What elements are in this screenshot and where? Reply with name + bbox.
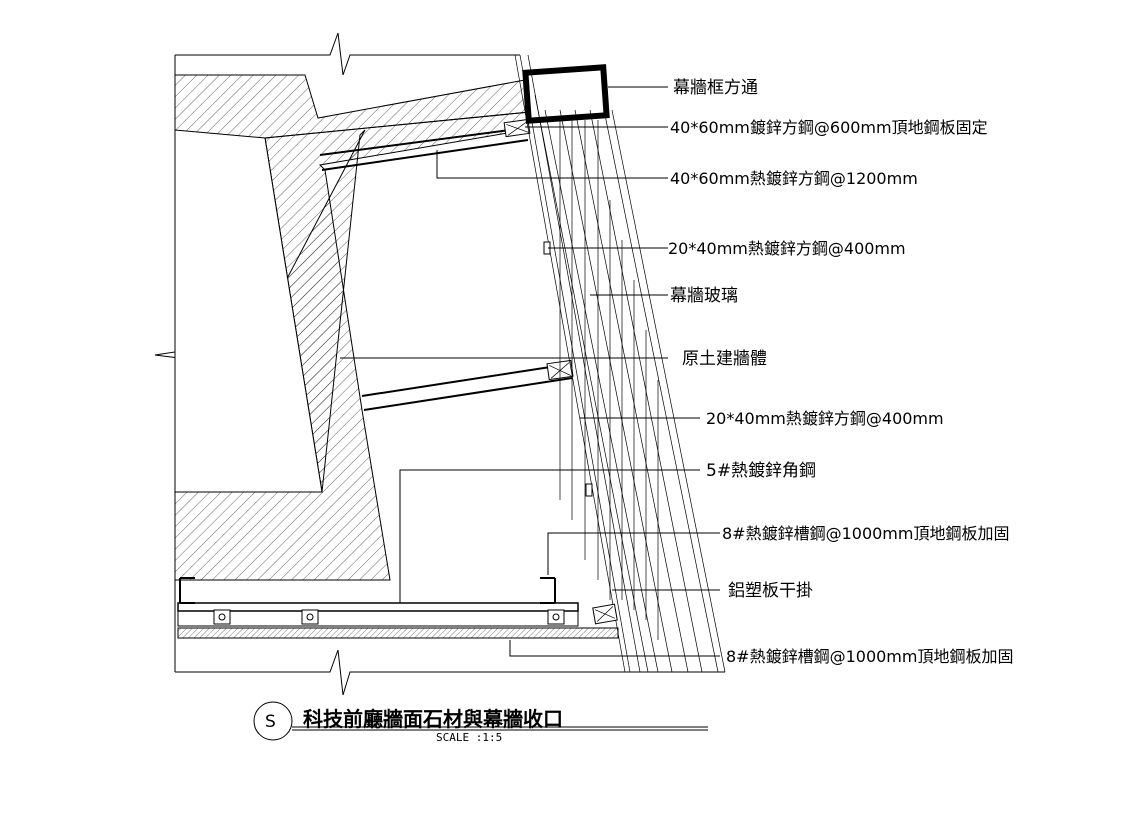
bottom-break-line [175,649,725,696]
top-break-line [175,32,520,76]
bottom-base [177,577,619,639]
label-curtain-glass: 幕牆玻璃 [670,286,738,306]
section-symbol: S [265,712,276,732]
label-hot-galv-steel-1200: 40*60mm熱鍍鋅方鋼@1200mm [670,169,918,188]
label-aluminum-panel: 鋁塑板干掛 [728,581,813,601]
label-channel-steel-b: 8#熱鍍鋅槽鋼@1000mm頂地鋼板加固 [726,647,1013,666]
wall-void [174,129,323,493]
upper-steel-tube [319,118,531,171]
section-symbol-circle [253,701,293,741]
label-angle-steel: 5#熱鍍鋅角鋼 [706,460,816,481]
curtain-frame-box [522,64,610,124]
label-galv-steel-600: 40*60mm鍍鋅方鋼@600mm頂地鋼板固定 [670,118,988,137]
label-curtain-frame: 幕牆框方通 [673,78,758,98]
label-hot-galv-steel-400-b: 20*40mm熱鍍鋅方鋼@400mm [706,409,944,428]
label-channel-steel-a: 8#熱鍍鋅槽鋼@1000mm頂地鋼板加固 [722,524,1009,543]
title-block: S 科技前廳牆面石材與幕牆收口 SCALE :1:5 [253,701,708,744]
drawing-scale: SCALE :1:5 [436,731,502,744]
label-hot-galv-steel-400-a: 20*40mm熱鍍鋅方鋼@400mm [668,239,906,258]
lower-steel-tube [361,359,574,411]
leader-lines [340,86,720,657]
curtain-glass-lines [514,54,726,673]
label-original-wall: 原土建牆體 [682,349,767,369]
